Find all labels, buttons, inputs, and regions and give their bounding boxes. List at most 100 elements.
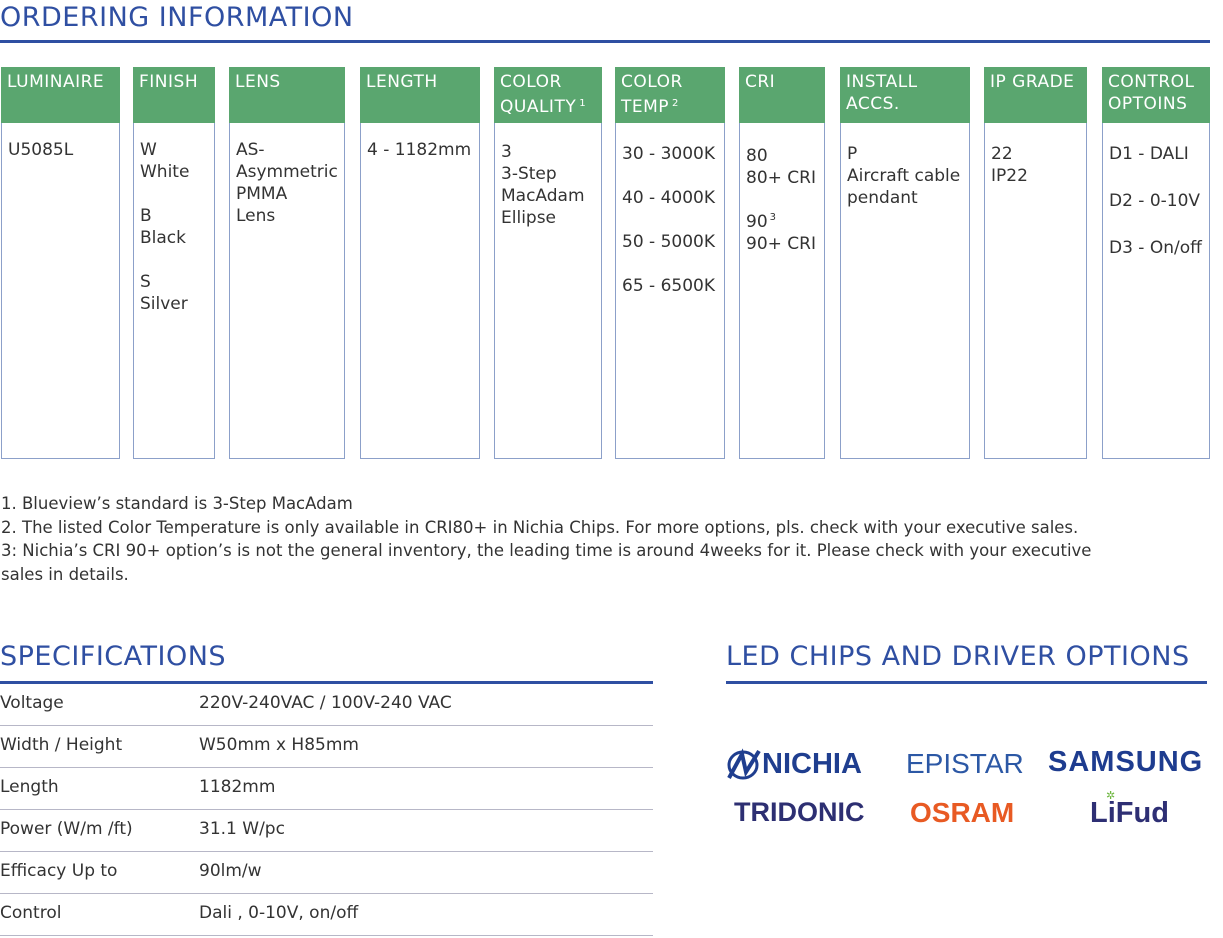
- spec-value: 90lm/w: [199, 861, 262, 881]
- option-entry: 50 - 5000K: [622, 231, 718, 253]
- option-text: 80: [746, 145, 818, 167]
- header-line: CRI: [745, 72, 776, 92]
- specifications-title-rule: [0, 681, 653, 684]
- option-text: pendant: [847, 187, 963, 209]
- footnotes: 1. Blueview’s standard is 3-Step MacAdam…: [1, 492, 1121, 586]
- header-text: TEMP: [621, 97, 670, 117]
- osram-brand: OSRAM: [910, 797, 1015, 828]
- ordering-column-header: LENS: [229, 67, 345, 123]
- option-text: U5085L: [8, 139, 113, 161]
- nichia-mark-icon: [727, 748, 761, 780]
- option-line: S: [140, 272, 151, 292]
- header-line: LENGTH: [366, 72, 438, 92]
- header-line: COLOR: [621, 72, 683, 92]
- option-line: 65 - 6500K: [622, 276, 715, 296]
- header-line: LUMINAIRE: [7, 72, 105, 92]
- option-line: 40 - 4000K: [622, 188, 715, 208]
- spec-value: Dali , 0-10V, on/off: [199, 903, 359, 923]
- option-line: Silver: [140, 294, 188, 314]
- spec-value: 220V-240VAC / 100V-240 VAC: [199, 693, 452, 713]
- option-text: 3-Step: [501, 163, 595, 185]
- option-line: MacAdam: [501, 186, 585, 206]
- lifud-brand: LiFud: [1090, 797, 1169, 829]
- option-line: Ellipse: [501, 208, 557, 228]
- option-line: White: [140, 162, 190, 182]
- footnote-1: 1. Blueview’s standard is 3-Step MacAdam: [1, 494, 353, 513]
- option-entry: D3 - On/off: [1109, 237, 1203, 259]
- spec-value: 31.1 W/pc: [199, 819, 285, 839]
- option-line: 90+ CRI: [746, 234, 816, 254]
- option-text: 3: [501, 141, 595, 163]
- header-line: FINISH: [139, 72, 199, 92]
- option-text: W: [140, 139, 208, 161]
- nichia-brand: NICHIA: [762, 748, 862, 780]
- spec-row: Voltage 220V-240VAC / 100V-240 VAC: [0, 684, 653, 726]
- option-entry: U5085L: [8, 139, 113, 161]
- header-line: IP GRADE: [990, 72, 1075, 92]
- spec-row: Efficacy Up to 90lm/w: [0, 852, 653, 894]
- option-line: PMMA: [236, 184, 288, 204]
- option-text: MacAdam: [501, 185, 595, 207]
- header-line: COLOR: [500, 72, 562, 92]
- option-text: Black: [140, 227, 208, 249]
- option-text: 80+ CRI: [746, 167, 818, 189]
- option-line: D3 - On/off: [1109, 238, 1202, 258]
- spec-label: Efficacy Up to: [0, 861, 118, 881]
- footnote-marker: 1: [579, 98, 587, 109]
- option-entry: 65 - 6500K: [622, 275, 718, 297]
- ordering-column-header: FINISH: [133, 67, 215, 123]
- footnote-3: 3: Nichia’s CRI 90+ option’s is not the …: [1, 541, 1092, 584]
- tridonic-brand: TRIDONIC: [734, 797, 865, 827]
- option-line: 22: [991, 144, 1013, 164]
- option-entry: D2 - 0-10V: [1109, 190, 1203, 212]
- ordering-column-header: LUMINAIRE: [1, 67, 120, 123]
- option-text: B: [140, 205, 208, 227]
- header-text: OPTOINS: [1108, 94, 1188, 114]
- option-text: S: [140, 271, 208, 293]
- option-line: AS-: [236, 140, 265, 160]
- option-text: Aircraft cable: [847, 165, 963, 187]
- option-line: 80+ CRI: [746, 168, 816, 188]
- option-line: B: [140, 206, 152, 226]
- option-line: 30 - 3000K: [622, 144, 715, 164]
- option-text: Lens: [236, 205, 338, 227]
- ordering-column: LENGTH 4 - 1182mm: [360, 67, 480, 459]
- ordering-column-header: CRI: [739, 67, 825, 123]
- option-line: Asymmetric: [236, 162, 338, 182]
- option-text: Ellipse: [501, 207, 595, 229]
- chips-title-rule: [726, 681, 1207, 684]
- option-line: 3: [501, 142, 512, 162]
- spec-label: Voltage: [0, 693, 64, 713]
- chips-title: LED CHIPS AND DRIVER OPTIONS: [726, 641, 1190, 672]
- spec-label: Power (W/m /ft): [0, 819, 133, 839]
- spec-row: Power (W/m /ft) 31.1 W/pc: [0, 810, 653, 852]
- footnote-marker: 3: [769, 212, 777, 223]
- footnote-2: 2. The listed Color Temperature is only …: [1, 517, 1079, 537]
- ordering-column-options: 4 - 1182mm: [360, 123, 480, 459]
- header-line: OPTOINS: [1108, 93, 1204, 115]
- option-text: 22: [991, 143, 1080, 165]
- samsung-brand: SAMSUNG: [1048, 746, 1204, 778]
- option-line: 4 - 1182mm: [367, 140, 472, 160]
- option-line: P: [847, 144, 858, 164]
